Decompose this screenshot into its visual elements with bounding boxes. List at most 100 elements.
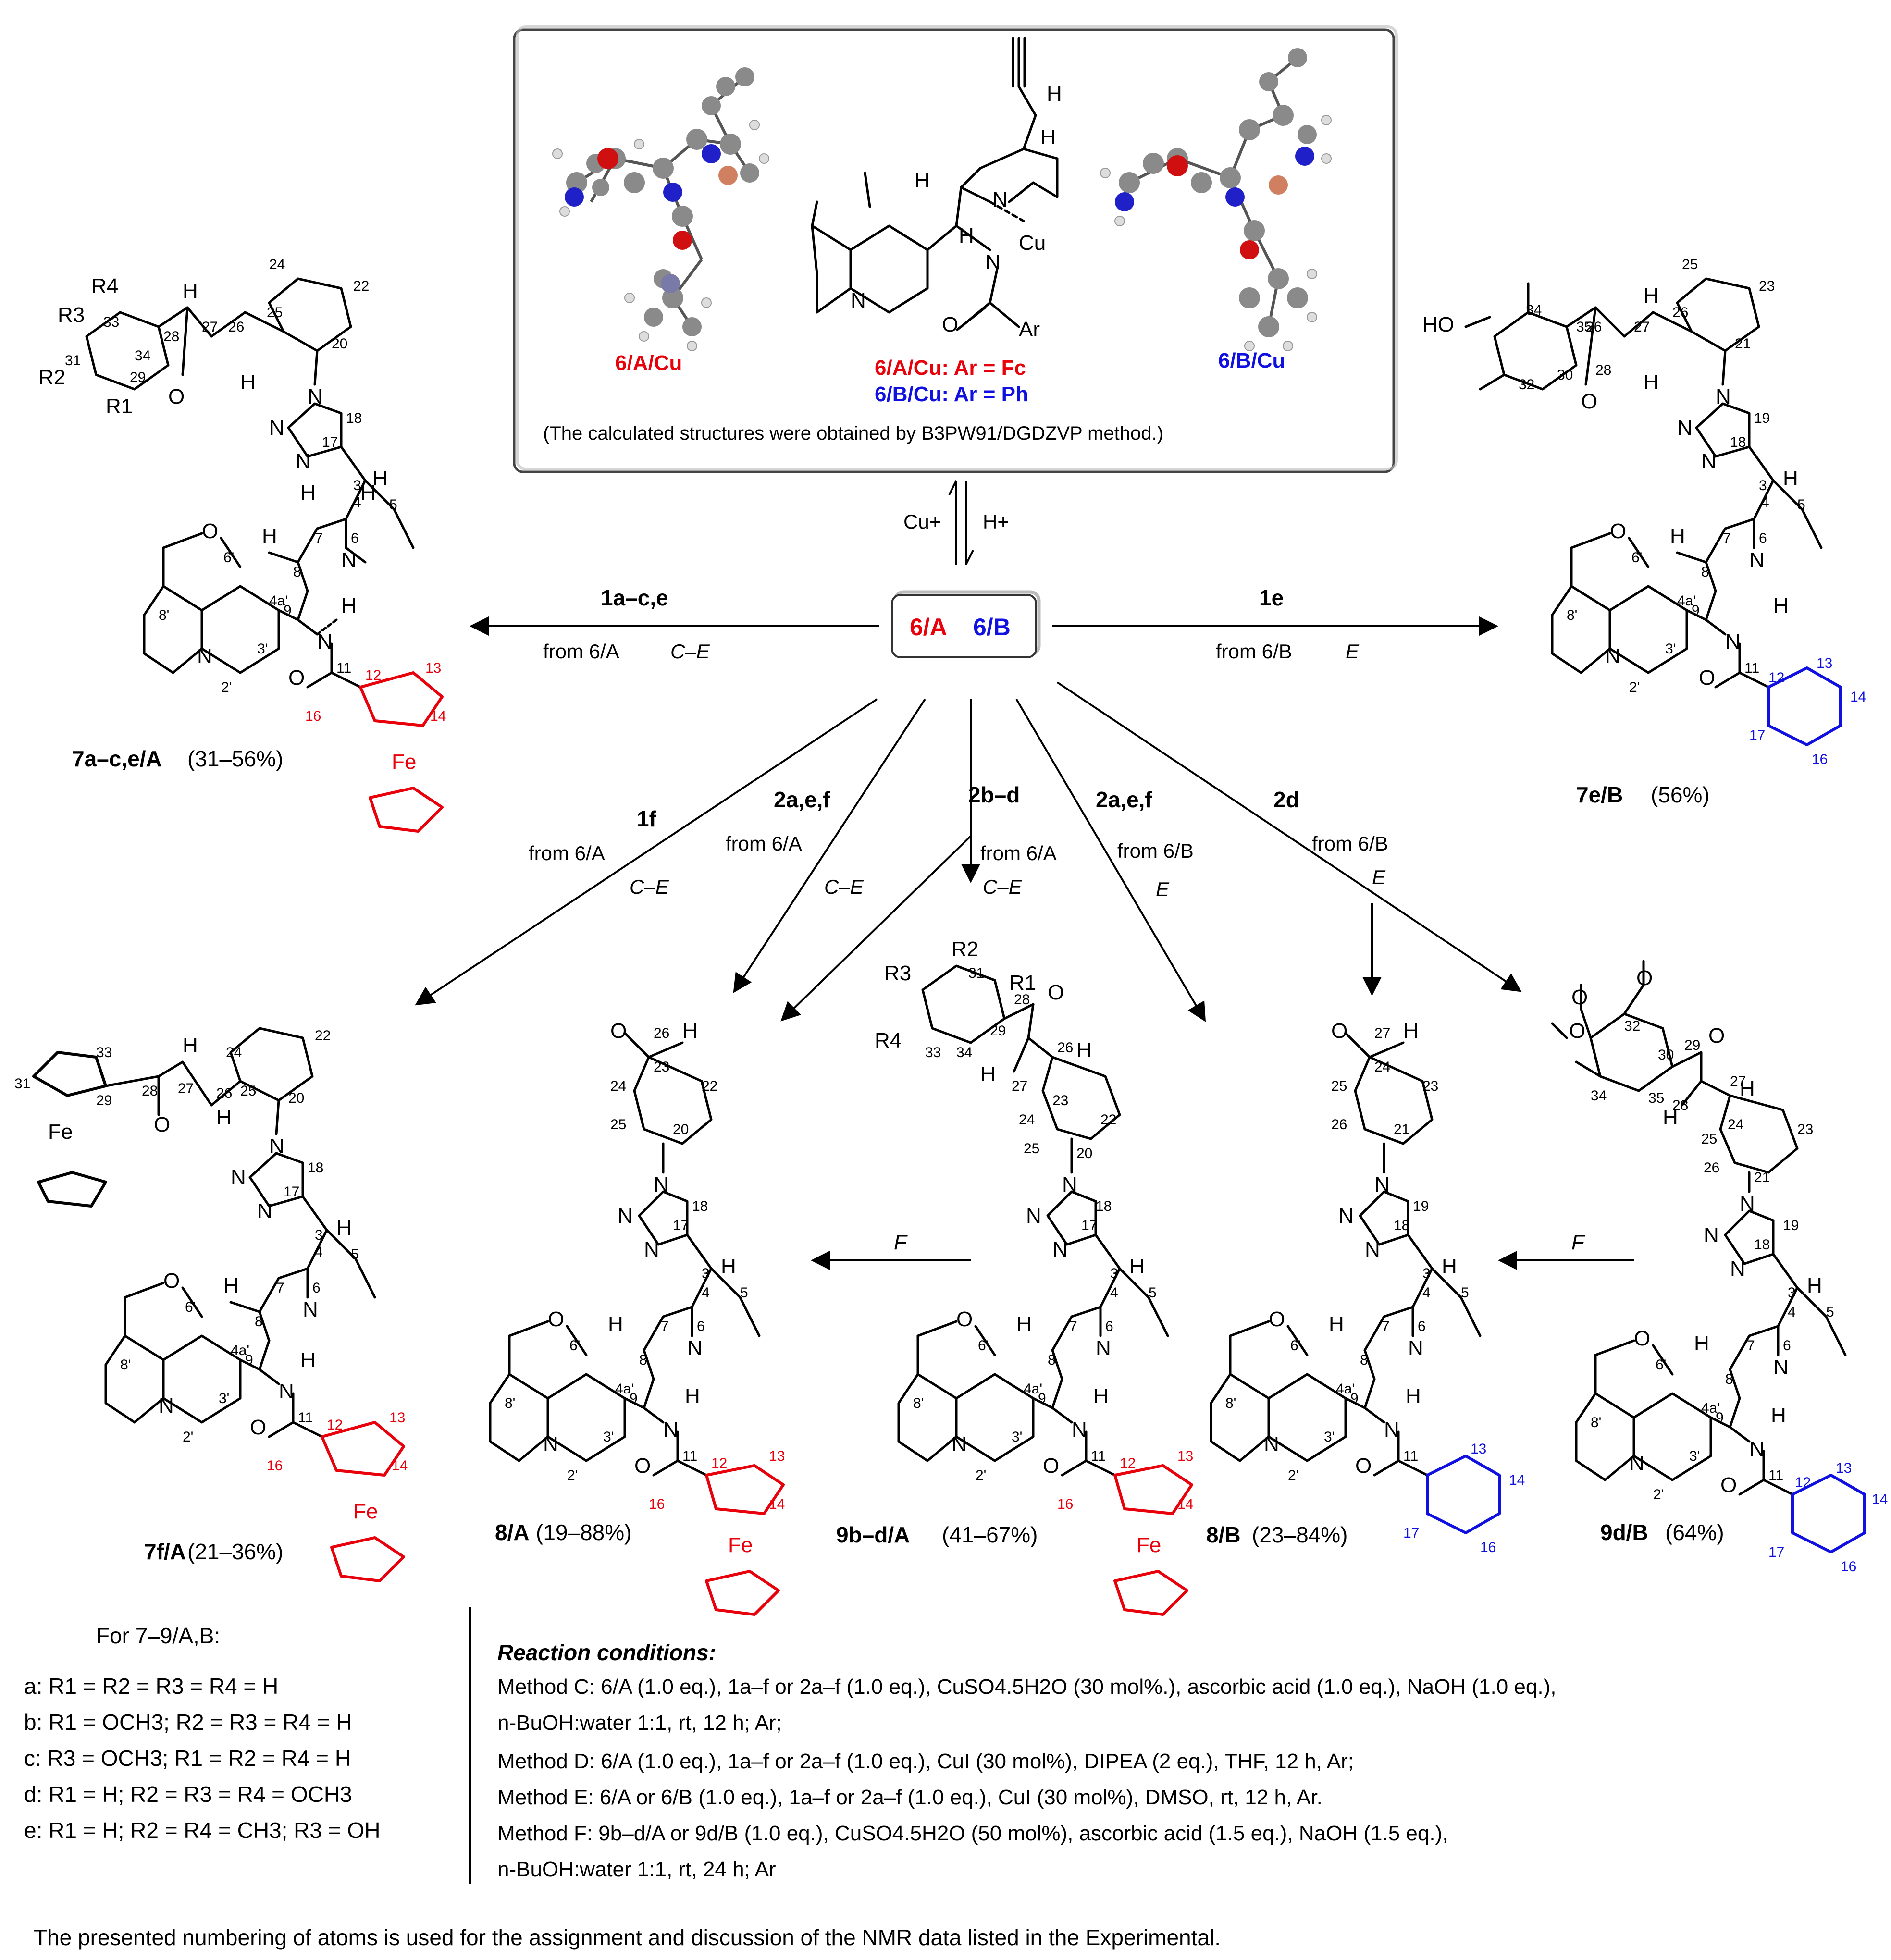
7fA-N4: N [303,1298,318,1321]
box-6B: 6/B [973,614,1011,641]
svg-text:23: 23 [1422,1078,1438,1094]
7A-R1: R1 [106,394,133,418]
svg-text:3: 3 [702,1266,710,1282]
cmp-7A-yield: (31–56%) [187,746,283,771]
arrow-F2-label: F [1571,1231,1585,1254]
svg-text:4: 4 [353,494,361,510]
svg-text:22: 22 [353,278,369,294]
svg-text:26: 26 [1704,1160,1719,1176]
label-6B-Cu: 6/B/Cu [1218,349,1285,372]
arrow2-from: from 6/B [1216,640,1292,663]
9dB-O3: O [1636,966,1653,990]
svg-text:21: 21 [1735,336,1751,352]
svg-text:33: 33 [103,314,119,330]
9A-N5: N [952,1432,967,1456]
arrow-to-8A [733,698,926,993]
svg-text:20: 20 [1076,1146,1092,1161]
7A-H1: H [183,279,198,303]
9A-N4: N [1096,1336,1111,1360]
atom-N-1: N [992,188,1008,211]
svg-text:5: 5 [1149,1285,1157,1301]
7eB-N4: N [1749,548,1765,572]
svg-text:6': 6' [1631,550,1642,566]
svg-text:8': 8' [1225,1395,1236,1411]
7fA-H1: H [183,1034,198,1057]
svg-text:29: 29 [130,370,146,385]
cmp-8A-id: 8/A [495,1520,530,1545]
svg-text:31: 31 [65,353,81,369]
svg-text:9: 9 [630,1391,638,1406]
svg-text:18: 18 [1394,1218,1409,1233]
svg-text:8: 8 [639,1352,647,1368]
svg-text:16: 16 [649,1496,665,1512]
svg-text:3': 3' [1012,1429,1022,1445]
svg-text:29: 29 [96,1093,112,1109]
8A-N5: N [543,1432,558,1456]
7A-N4: N [341,548,357,572]
svg-text:4: 4 [1788,1304,1796,1320]
svg-text:16: 16 [305,708,321,724]
svg-text:12: 12 [327,1417,343,1433]
8B-N1: N [1374,1173,1390,1196]
svg-text:28: 28 [1672,1097,1688,1113]
9dB-N1: N [1740,1192,1755,1216]
svg-text:7: 7 [661,1319,669,1334]
svg-text:2': 2' [1629,679,1640,695]
svg-text:4: 4 [315,1244,323,1260]
center-box [891,590,1041,658]
9A-R4: R4 [875,1029,902,1052]
svg-text:11: 11 [1091,1448,1106,1464]
arrow-to-9dB [1056,681,1522,992]
7fA-N5: N [159,1394,174,1418]
atom-H-2: H [1040,125,1056,149]
svg-text:3': 3' [219,1391,229,1406]
arrow3-method: C–E [630,875,669,898]
svg-text:3: 3 [1759,478,1767,493]
svg-text:31: 31 [14,1076,30,1092]
atom-N-2: N [985,250,1001,274]
svg-text:4a': 4a' [615,1381,634,1397]
svg-text:3: 3 [1110,1266,1118,1282]
svg-text:16: 16 [1480,1540,1496,1555]
svg-text:23: 23 [654,1059,669,1075]
svg-text:18: 18 [346,410,362,426]
svg-text:3: 3 [1788,1285,1796,1301]
cmp-7fA-id: 7f/A [144,1539,186,1564]
arrow1-method: C–E [670,640,710,663]
svg-text:27: 27 [1374,1025,1390,1041]
8A-O2: O [548,1307,564,1331]
7fA-N6: N [279,1380,294,1403]
8A-H2: H [721,1255,736,1278]
svg-text:24: 24 [1728,1117,1743,1133]
7eB-N5: N [1605,644,1620,668]
svg-text:12: 12 [1120,1455,1136,1471]
svg-text:25: 25 [1682,257,1698,272]
svg-text:26: 26 [1672,305,1688,321]
7A-R2: R2 [38,366,65,389]
8A-N1: N [654,1173,669,1196]
svg-text:3': 3' [603,1429,614,1445]
8A-Fe: Fe [728,1533,753,1557]
7eB-N1: N [1716,385,1731,408]
svg-text:26: 26 [1331,1117,1347,1133]
arrow6-method: E [1156,878,1170,900]
7A-N3: N [296,450,311,473]
arrow1-from: from 6/A [543,640,619,663]
8B-N3: N [1365,1238,1380,1261]
svg-text:6: 6 [351,530,359,546]
svg-text:26: 26 [216,1085,232,1101]
conditions-line-5: Method F: 9b–d/A or 9d/B (1.0 eq.), CuSO… [497,1822,1448,1845]
svg-text:8': 8' [1591,1415,1601,1430]
svg-text:24: 24 [1374,1059,1390,1075]
svg-text:22: 22 [1100,1112,1116,1128]
svg-text:4a': 4a' [1024,1381,1042,1397]
svg-text:17: 17 [1403,1525,1419,1541]
9A-H4: H [1016,1312,1032,1336]
svg-text:6': 6' [185,1299,196,1315]
atom-N-3: N [851,289,866,312]
7A-H5: H [360,481,376,505]
9A-R2: R2 [952,937,978,961]
svg-text:4a': 4a' [1701,1400,1720,1416]
